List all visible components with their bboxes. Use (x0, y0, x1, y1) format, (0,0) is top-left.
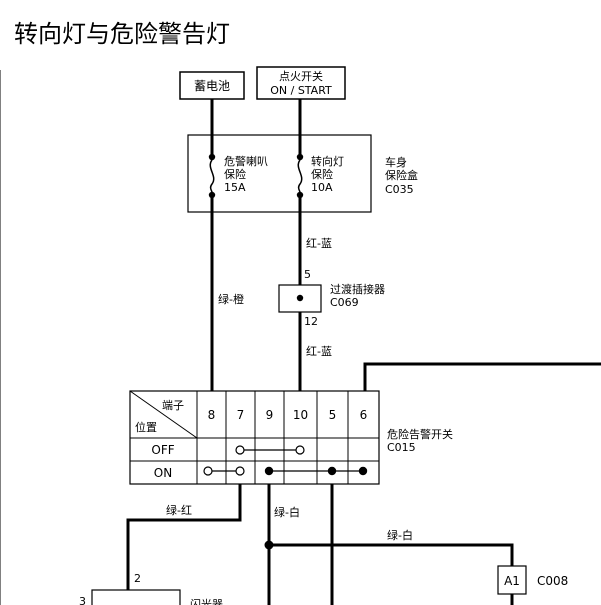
wire-terminal-6 (363, 362, 601, 391)
header-position: 位置 (135, 420, 157, 434)
fuse-box-code: C035 (385, 183, 414, 196)
junction-dot (264, 540, 274, 550)
flasher-pin-3: 3 (79, 595, 86, 605)
battery-box: 蓄电池 (179, 71, 245, 100)
main-wires (210, 99, 302, 391)
fuse-box-label: 车身 (385, 155, 407, 169)
header-terminal: 端子 (162, 399, 184, 412)
row-off: OFF (151, 443, 174, 457)
row-on: ON (154, 466, 172, 480)
fuse-left-symbol (208, 153, 216, 199)
fuse-right-symbol (296, 153, 304, 199)
fuse-left-rating: 15A (224, 181, 246, 194)
lower-wires (126, 484, 514, 605)
diagram-title: 转向灯与危险警告灯 (14, 20, 230, 48)
terminal-9: 9 (266, 408, 274, 422)
hazard-switch-table: 端子 位置 8 7 9 10 5 6 OFF ON 危险告警开关 C015 (129, 390, 453, 485)
wire-green-white-left-label: 绿-白 (274, 505, 300, 519)
flasher-pin-2: 2 (134, 572, 141, 585)
terminal-10: 10 (293, 408, 308, 422)
fuse-left-line2: 保险 (224, 167, 246, 181)
connector-pin-top: 5 (304, 268, 311, 281)
wire-green-red-label: 绿-红 (166, 503, 192, 517)
fuse-right-rating: 10A (311, 181, 333, 194)
flasher: 2 3 闪光器 (79, 572, 223, 605)
terminal-7: 7 (237, 408, 245, 422)
connector-pin-bottom: 12 (304, 315, 318, 328)
right-connector-pin: A1 (504, 574, 520, 588)
ignition-mode-label: ON / START (270, 84, 332, 97)
terminal-8: 8 (208, 408, 216, 422)
fuse-left-name: 危警喇叭 (224, 154, 268, 168)
off-row-connection (235, 445, 305, 455)
fuse-box-label-2: 保险盒 (385, 168, 418, 182)
fuse-right-line2: 保险 (311, 167, 333, 181)
on-row-connection (203, 466, 368, 476)
hazard-switch-code: C015 (387, 441, 416, 454)
wire-green-white-right-label: 绿-白 (387, 528, 413, 542)
connector-code: C069 (330, 296, 359, 309)
right-connector-code: C008 (537, 574, 568, 588)
flasher-name: 闪光器 (190, 597, 223, 605)
right-connector: A1 C008 (497, 565, 568, 595)
wire-red-blue-upper-label: 红-蓝 (306, 237, 332, 250)
battery-label: 蓄电池 (194, 79, 230, 93)
hazard-switch-name: 危险告警开关 (387, 427, 453, 441)
terminal-6: 6 (360, 408, 368, 422)
terminal-5: 5 (329, 408, 337, 422)
wire-red-blue-lower-label: 红-蓝 (306, 345, 332, 358)
connector-name: 过渡插接器 (330, 282, 385, 296)
fuse-right-name: 转向灯 (311, 154, 344, 168)
wire-green-orange-label: 绿-橙 (218, 292, 244, 306)
ignition-label: 点火开关 (279, 69, 323, 83)
transition-connector: 5 12 过渡插接器 C069 (278, 268, 385, 328)
fuse-box: 车身 保险盒 C035 危警喇叭 保险 15A 转向灯 保险 10A (187, 134, 418, 213)
ignition-switch-box: 点火开关 ON / START (256, 66, 346, 100)
